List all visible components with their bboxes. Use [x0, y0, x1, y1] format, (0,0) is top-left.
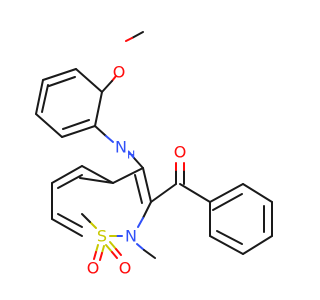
bond-s-o2-red-a: [111, 251, 118, 259]
bond-s-o2-yellow-a: [105, 244, 113, 253]
bond-r1-2-inner: [62, 119, 90, 130]
bond-methyl-o: [131, 31, 144, 39]
bond-o-ring-red: [111, 75, 117, 82]
bond-p-1: [209, 183, 244, 203]
bond-c3-n: [142, 201, 152, 219]
bond-n-methyl: [143, 249, 156, 259]
fused-benzene-ring: [51, 165, 114, 237]
bond-c3-carbonyl: [150, 183, 177, 203]
bond-r1-1: [94, 91, 103, 127]
sulfonyl-group: O O: [87, 241, 132, 278]
bond-ring-n-blue: [105, 135, 114, 143]
atom-sulfonyl-oxygen-2: O: [119, 259, 132, 278]
atom-ketone-oxygen: O: [174, 143, 187, 162]
atom-ring-nitrogen: N: [125, 227, 137, 246]
bond-c4-c3: [142, 167, 152, 203]
methoxy-group: O: [101, 31, 144, 93]
atom-methoxy-oxygen: O: [113, 63, 126, 82]
bond-carbonyl-phenyl: [179, 183, 211, 203]
bond-s-o1-yellow-a: [95, 244, 99, 253]
bond-fb-1: [81, 165, 114, 184]
atom-amine-hydrogen: H: [127, 149, 135, 162]
bond-s-c8a: [81, 213, 91, 223]
molecule-structure: O N H N: [35, 31, 273, 278]
bond-n-c4-blue: [128, 151, 135, 159]
atom-sulfur: S: [97, 227, 107, 246]
bond-s-c8a-yellow: [89, 221, 97, 229]
amine-group: N H: [94, 125, 144, 169]
bond-p-1-inner: [212, 193, 243, 211]
bond-o-ring: [101, 80, 113, 93]
bond-s-o1-red-a: [93, 251, 97, 260]
bond-r1-2: [61, 125, 96, 138]
benzo-ring: [79, 177, 114, 184]
bond-fb-4: [51, 218, 83, 237]
atom-sulfonyl-oxygen-1: O: [87, 259, 100, 278]
bond-p-5: [209, 235, 244, 255]
bond-c4a-c5: [79, 177, 114, 184]
bond-fb-2-inner: [57, 174, 83, 189]
bond-s-o2-yellow-b: [109, 241, 117, 250]
bond-p-2: [242, 183, 273, 203]
bond-s-o2-red-b: [115, 248, 122, 256]
bond-r1-6: [75, 68, 103, 93]
bond-p-5-inner: [216, 230, 243, 245]
bond-s-o1-red-b: [99, 252, 103, 261]
bond-n-methyl-blue: [136, 243, 145, 251]
bond-ring-n: [94, 125, 107, 137]
bond-fb-2: [51, 165, 83, 184]
bond-methyl-o-red: [125, 37, 133, 42]
bond-r1-3: [35, 113, 63, 138]
bond-p-4: [242, 235, 273, 255]
bond-r1-5: [42, 68, 77, 81]
bond-fb-4-inner: [57, 213, 83, 228]
bond-c4-c4a: [112, 167, 144, 184]
bond-n-c4: [133, 157, 144, 169]
methoxyphenyl-ring: [35, 68, 103, 138]
bond-r1-5-inner: [48, 76, 76, 87]
structure-canvas: O N H N: [35, 31, 273, 278]
bond-c4-c3-inner: [134, 174, 143, 204]
bond-r1-4: [35, 79, 44, 115]
benzothiazine-core: N S: [81, 167, 156, 259]
bond-r1-3-inner: [41, 84, 49, 113]
benzoyl-group: O: [150, 143, 211, 203]
phenyl-ring: [209, 183, 273, 255]
atom-amine-nitrogen: N: [115, 138, 127, 157]
bond-s-o1-yellow-b: [101, 245, 105, 254]
bond-c3-n-blue: [137, 217, 144, 228]
